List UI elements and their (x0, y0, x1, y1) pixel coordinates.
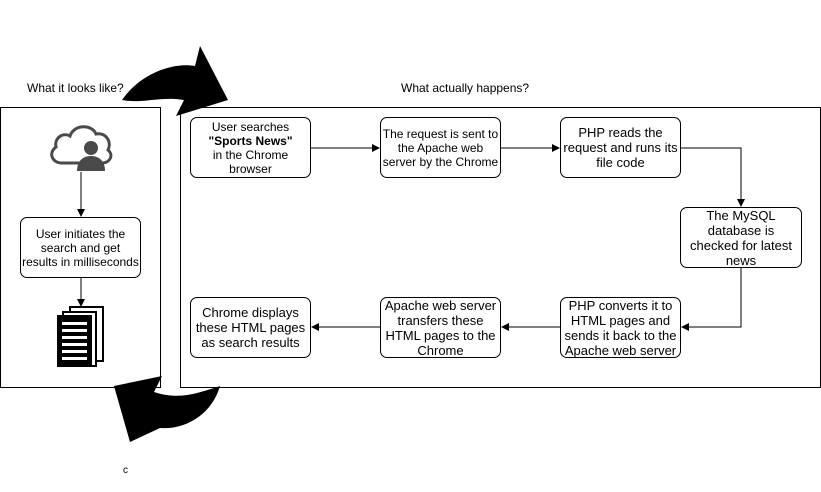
node-user-searches-post: in the Chrome browser (212, 147, 289, 176)
arrow-s3-s4 (681, 147, 745, 207)
curved-arrow-bottom (114, 376, 220, 442)
node-request-sent: The request is sent to the Apache web se… (380, 117, 501, 178)
stray-glyph: c (123, 465, 128, 476)
node-php-converts: PHP converts it to HTML pages and sends … (560, 297, 681, 358)
node-apache-transfers: Apache web server transfers these HTML p… (380, 297, 501, 358)
right-panel-heading: What actually happens? (401, 81, 530, 95)
documents-icon (57, 306, 104, 367)
left-panel-heading: What it looks like? (27, 81, 124, 95)
node-php-reads: PHP reads the request and runs its file … (560, 117, 681, 178)
arrow-s4-s5 (681, 268, 742, 331)
node-mysql-checked: The MySQL database is checked for latest… (680, 207, 802, 268)
node-user-searches-query: "Sports News" (208, 133, 293, 148)
node-user-searches: User searches "Sports News" in the Chrom… (190, 117, 311, 178)
node-user-searches-pre: User searches (211, 119, 290, 134)
node-user-initiates: User initiates the search and get result… (20, 217, 141, 278)
cloud-user-icon (50, 125, 113, 171)
node-chrome-displays: Chrome displays these HTML pages as sear… (190, 297, 311, 358)
curved-arrow-top (122, 46, 228, 116)
